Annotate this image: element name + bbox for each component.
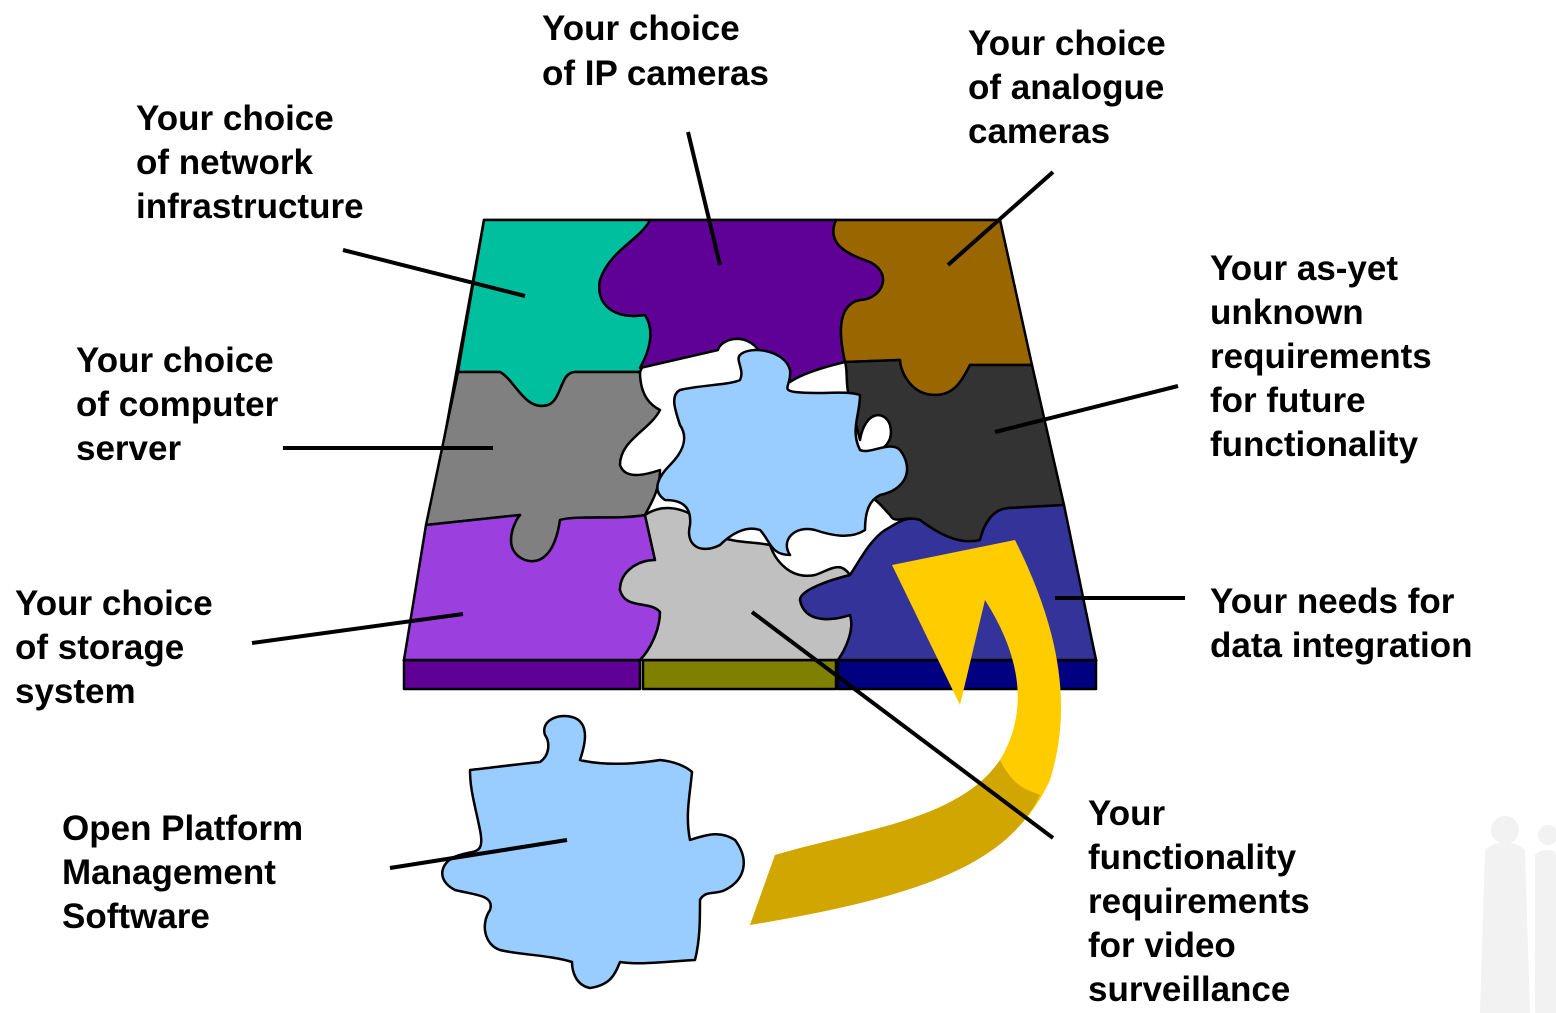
insert-arrow-shade (750, 760, 1040, 925)
leader-storage (251, 612, 464, 645)
label-storage: Your choice of storage system (15, 584, 222, 711)
leader-ip-cameras (686, 131, 722, 266)
silhouette-watermark (1480, 816, 1556, 1013)
label-data-integration: Your needs for data integration (1210, 582, 1473, 665)
label-network: Your choice of network infrastructure (136, 99, 364, 226)
board-edge-middle (641, 658, 838, 691)
label-server: Your choice of computer server (76, 341, 288, 468)
board-edge-left (402, 658, 642, 691)
leader-network (342, 248, 526, 298)
leader-open-platform (389, 838, 568, 870)
label-video-surveillance: Your functionality requirements for vide… (1088, 794, 1319, 1009)
leader-analogue-cameras (946, 170, 1055, 267)
label-future: Your as-yet unknown requirements for fut… (1210, 249, 1441, 464)
puzzle-piece-open-platform (441, 714, 745, 990)
label-open-platform: Open Platform Management Software (62, 809, 313, 936)
label-ip-cameras: Your choice of IP cameras (542, 9, 769, 93)
label-analogue-cameras: Your choice of analogue cameras (968, 24, 1175, 151)
puzzle-piece-future (843, 358, 1066, 543)
leader-video-surveillance (750, 610, 1055, 840)
leader-future (994, 384, 1179, 434)
puzzle-piece-center (656, 348, 909, 557)
